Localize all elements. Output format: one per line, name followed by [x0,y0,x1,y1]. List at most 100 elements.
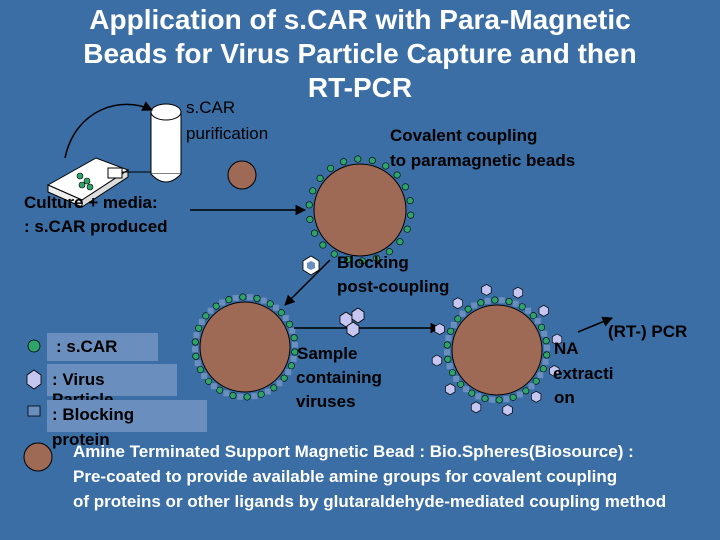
scar-molecule [270,384,278,392]
blocking-protein [463,386,470,393]
footnote-line-2: Pre-coated to provide available amine gr… [73,467,618,486]
scar-molecule [216,386,224,394]
scar-molecule [319,241,327,249]
scar-molecule [196,366,204,374]
scar-molecule [522,387,530,395]
captured-virus [502,404,513,417]
captured-virus [452,297,463,310]
captured-virus [549,364,560,377]
scar-molecule [382,162,390,170]
scar-molecule [202,312,210,320]
arrow-to-purification [64,101,153,159]
purification-tube [107,103,182,183]
scar-molecule [509,393,517,401]
blocking-protein [285,369,292,376]
culture-label-2: : s.CAR produced [24,217,168,236]
blocking-protein [223,390,230,397]
scar-molecule [401,183,409,191]
footnote-line-1: Amine Terminated Support Magnetic Bead :… [73,442,634,461]
scar-molecule [444,355,452,363]
legend-scar-label: : s.CAR [56,337,118,356]
scar-molecule [239,293,247,301]
legend-blocking-label-2: protein [52,430,110,449]
scar-molecule [368,156,376,164]
title-line-3: RT-PCR [307,72,413,103]
scar-molecule [539,365,547,373]
blocking-protein [528,383,535,390]
blocking-protein [264,388,271,395]
blocking-protein [445,335,452,342]
scar-molecule [542,337,550,345]
blocking-protein [276,380,283,387]
scar-molecule [229,392,237,400]
captured-virus [531,390,542,403]
captured-virus [431,354,443,367]
blocking-label-1: Blocking [337,253,409,272]
blocking-protein [512,300,519,307]
blocking-protein [537,372,544,379]
captured-virus [538,304,549,317]
scar-molecule [257,390,265,398]
legend-blocking-symbol [27,405,41,417]
scar-molecule [287,362,295,370]
captured-virus [481,283,492,296]
culture-label-1: Culture + media: [24,193,158,212]
scar-molecule [406,197,414,205]
title-line-1: Application of s.CAR with Para-Magnetic [89,4,631,35]
scar-molecule [448,369,456,377]
blocking-protein [201,372,208,379]
purification-label-2: purification [186,124,269,143]
arrow-to-pcr [577,316,613,333]
uncoated-bead [227,160,257,190]
scar-molecule [195,324,203,332]
scar-molecule [477,299,485,307]
blocking-protein [207,307,214,314]
blocking-protein [534,318,541,325]
scar-molecule [266,300,274,308]
arrow-to-blocked-bead [284,259,331,306]
blocking-protein [489,396,496,403]
scar-molecule [277,309,285,317]
captured-virus [434,323,445,336]
scar-molecule [305,201,313,209]
na-extraction-label-2: extracti [553,364,614,383]
scar-molecule [454,315,462,323]
legend-blocking-box [47,400,207,432]
scar-molecule [311,229,319,237]
na-extraction-label-1: NA [554,339,579,358]
sample-label-1: Sample [297,344,358,363]
blocking-protein [211,383,218,390]
scar-molecule [543,351,551,359]
legend-scar-symbol [27,339,41,353]
legend-virus-label-1: : Virus [52,370,105,389]
scar-molecule [505,297,513,305]
blocking-protein [484,297,491,304]
scar-molecule [327,164,335,172]
blocking-protein [541,330,548,337]
scar-molecule [344,256,352,264]
blocking-protein [453,375,460,382]
sample-viruses [339,307,365,338]
coupled-bead [305,155,415,265]
scar-molecule [532,377,540,385]
scar-molecule [464,305,472,313]
pcr-label: (RT-) PCR [608,322,688,341]
scar-molecule [518,303,526,311]
coupling-label-2: to paramagnetic beads [390,151,576,170]
scar-molecule [225,296,233,304]
legend-scar-box [47,333,158,361]
blocking-protein [198,318,205,325]
legend-bead-symbol [23,442,53,472]
blocking-protein [543,344,550,351]
scar-molecule [468,389,476,397]
blocking-protein [251,393,258,400]
na-extraction-label-3: on [554,388,575,407]
scar-molecule [340,158,348,166]
blocking-protein [272,304,279,311]
scar-molecule [443,341,451,349]
scar-molecule [407,211,415,219]
scar-molecule [529,312,537,320]
legend-virus-symbol [26,369,42,390]
blocking-protein [232,294,239,301]
